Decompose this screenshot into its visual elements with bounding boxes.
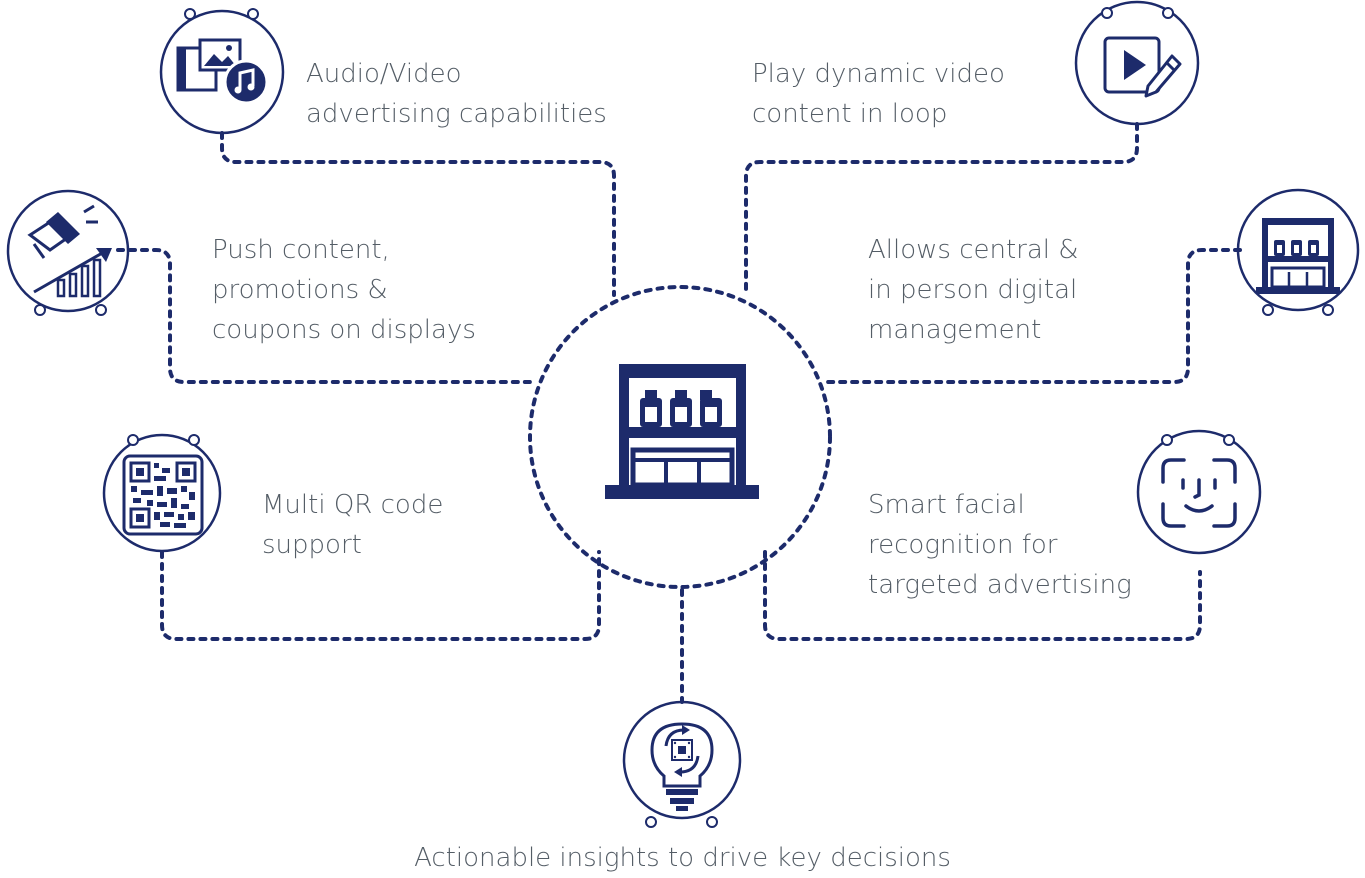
feature-text-insights: Actionable insights to drive key decisio… (0, 838, 1365, 878)
feature-text-central-management: Allows central & in person digital manag… (868, 230, 1079, 350)
qr-code-icon (122, 454, 204, 536)
feature-text-facial-recognition: Smart facial recognition for targeted ad… (868, 485, 1132, 605)
node-qr-code (102, 433, 222, 553)
face-scan-icon (1161, 458, 1237, 528)
node-dynamic-video (1074, 0, 1200, 126)
media-music-icon (176, 38, 269, 105)
connector-push-content (116, 248, 537, 384)
feature-line: recognition for (868, 530, 1058, 560)
connector-qr-code (160, 550, 601, 641)
feature-text-qr-code: Multi QR code support (262, 485, 443, 565)
node-central-management (1236, 188, 1360, 316)
feature-text-push-content: Push content, promotions & coupons on di… (212, 230, 476, 350)
lightbulb-chip-icon (650, 722, 714, 811)
center-node (528, 285, 832, 589)
feature-text-dynamic-video: Play dynamic video content in loop (752, 54, 1005, 134)
feature-line: targeted advertising (868, 570, 1132, 600)
feature-line: Audio/Video (306, 59, 462, 89)
node-facial-recognition (1136, 429, 1262, 555)
feature-line: support (262, 530, 362, 560)
center-circle (528, 285, 832, 589)
feature-text-audio-video: Audio/Video advertising capabilities (306, 54, 607, 134)
connectors (116, 122, 1242, 704)
feature-line: Smart facial (868, 490, 1025, 520)
feature-line: content in loop (752, 99, 948, 129)
feature-line: Play dynamic video (752, 59, 1005, 89)
megaphone-growth-icon (27, 204, 112, 298)
feature-line: promotions & (212, 275, 388, 305)
store-shelf-small-icon (1256, 218, 1340, 294)
connector-dynamic-video (744, 122, 1139, 297)
feature-line: advertising capabilities (306, 99, 607, 129)
feature-line: Allows central & (868, 235, 1079, 265)
connector-central-management (823, 248, 1242, 384)
connector-facial-recognition (763, 550, 1202, 641)
feature-line: coupons on displays (212, 315, 476, 345)
node-insights (622, 700, 742, 828)
feature-line: Push content, (212, 235, 390, 265)
store-shelf-icon (605, 364, 759, 499)
node-audio-video (159, 8, 285, 135)
feature-line: in person digital (868, 275, 1078, 305)
feature-line: Multi QR code (262, 490, 444, 520)
connector-audio-video (220, 131, 616, 297)
feature-line: Actionable insights to drive key decisio… (414, 843, 951, 873)
feature-line: management (868, 315, 1042, 345)
play-edit-icon (1103, 36, 1182, 98)
node-push-content (6, 189, 130, 316)
